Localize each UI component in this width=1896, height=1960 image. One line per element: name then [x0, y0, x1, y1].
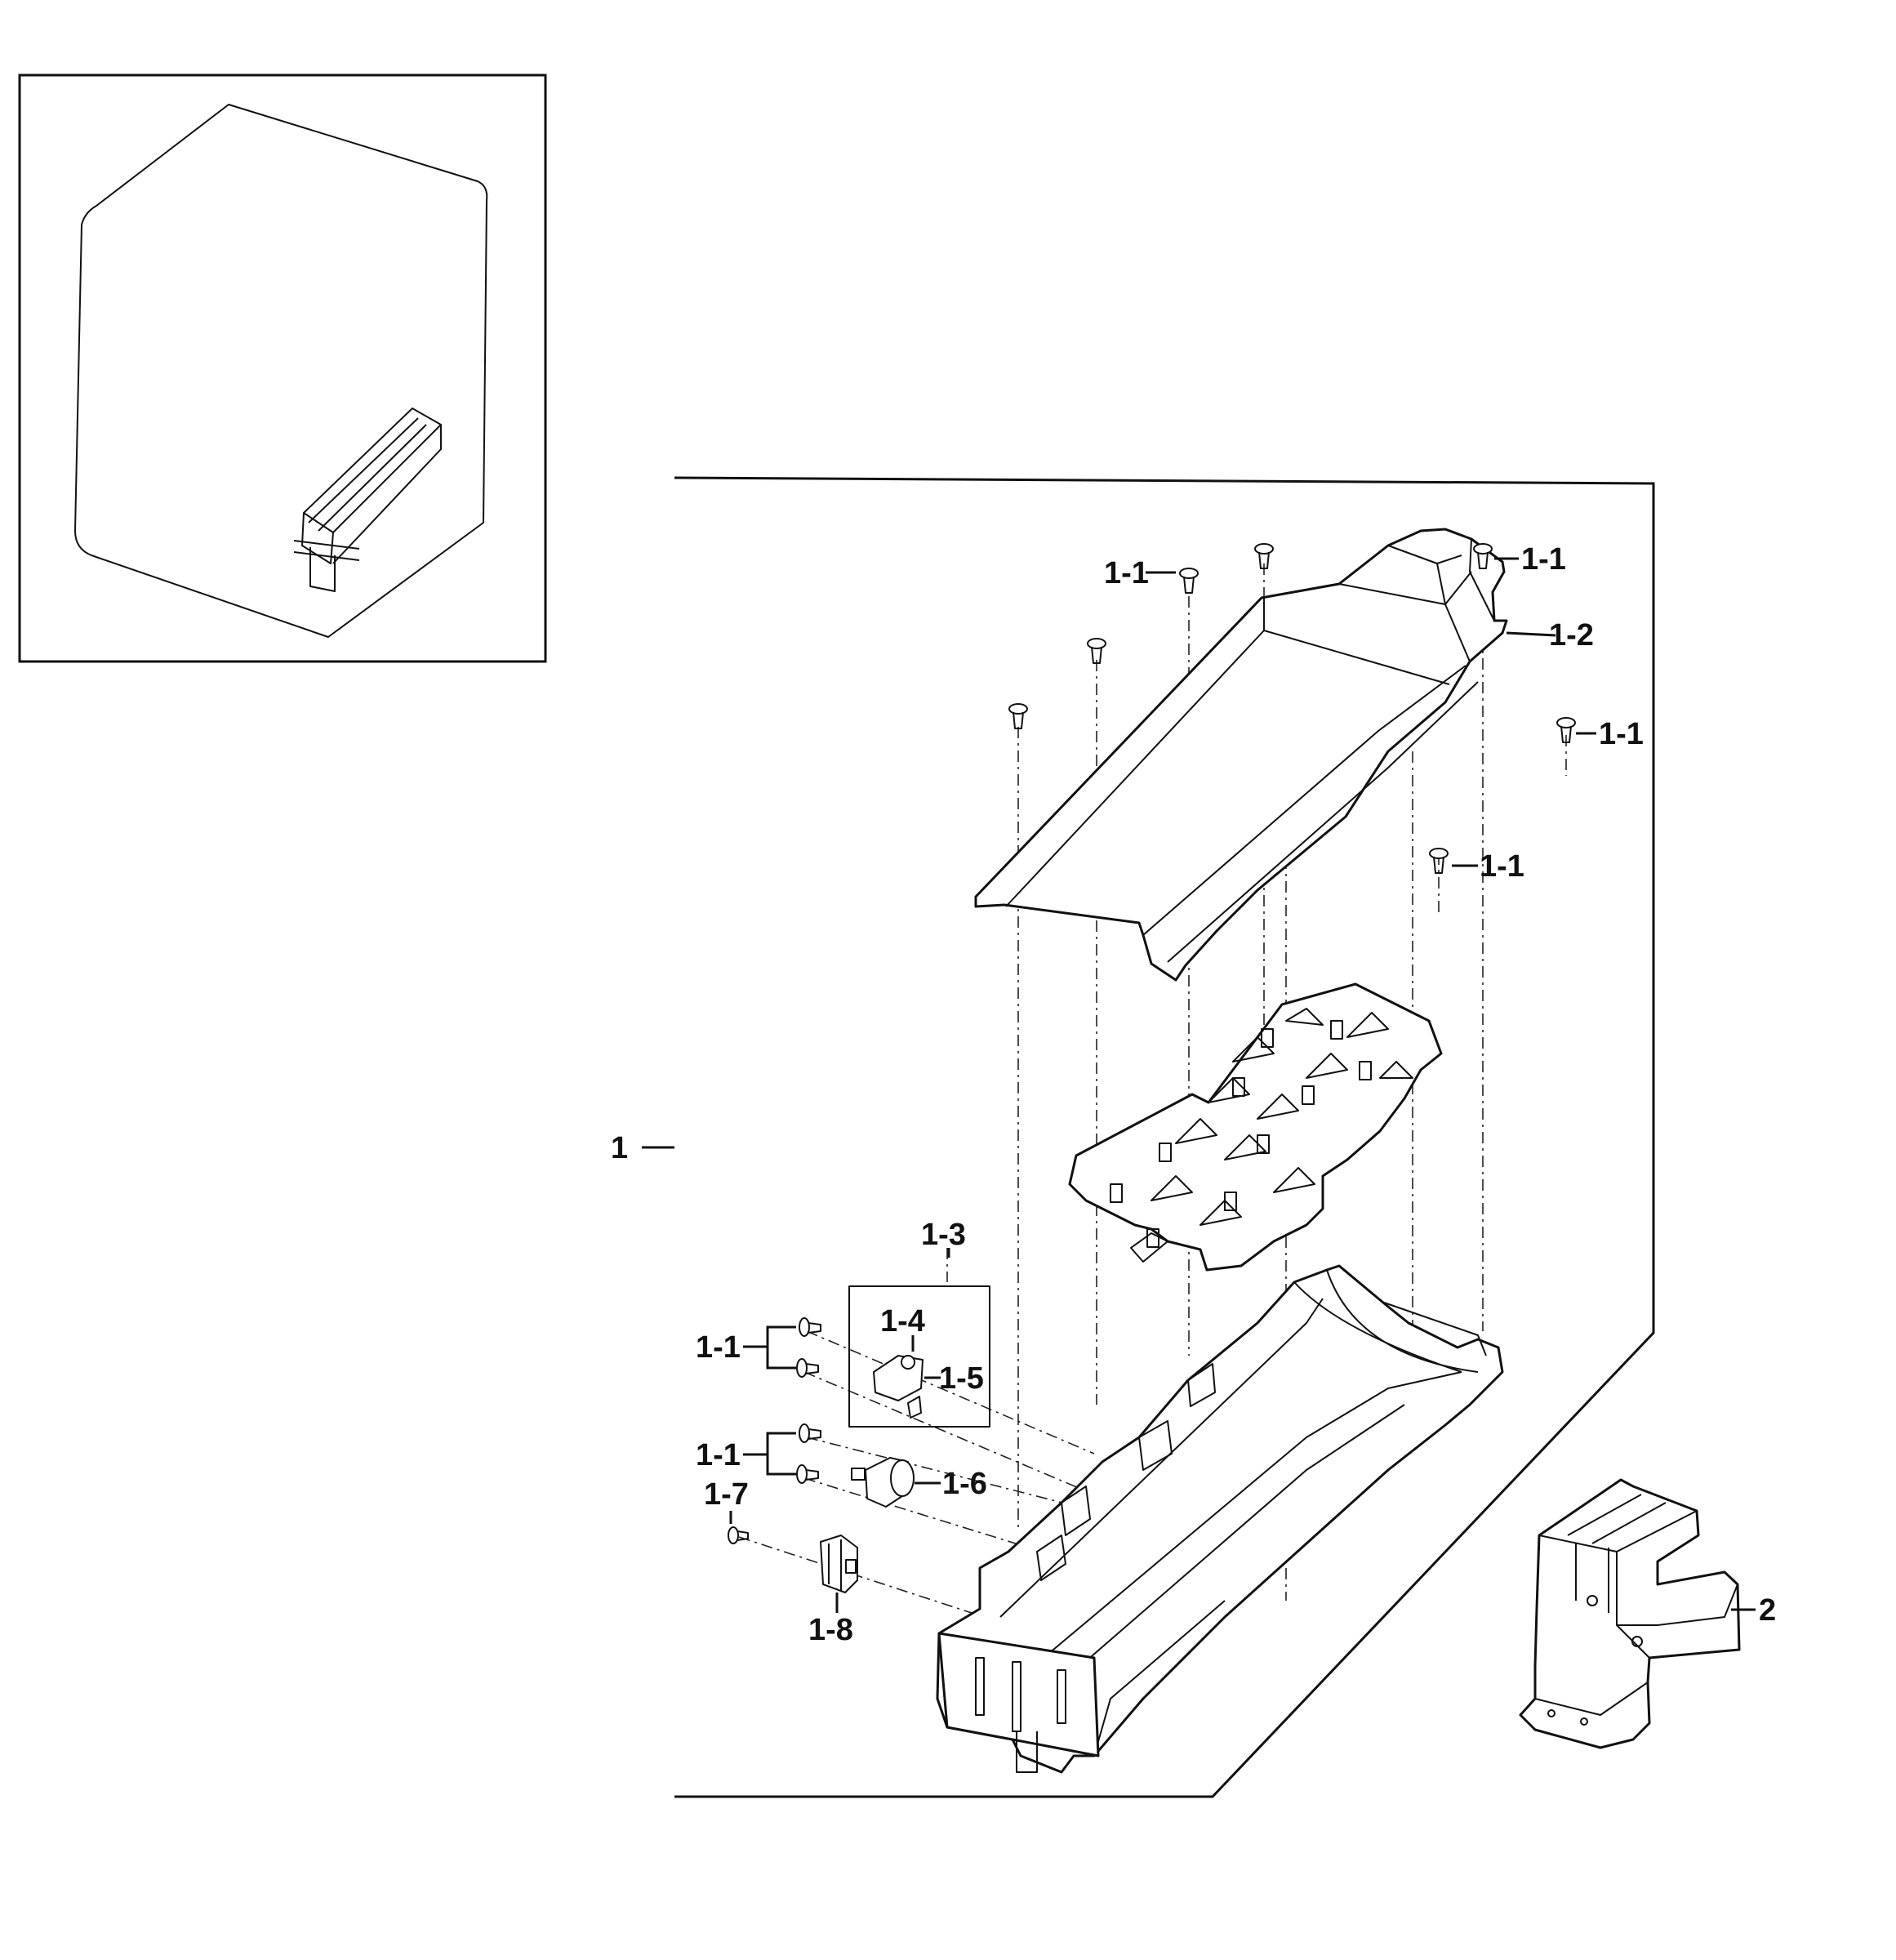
- screw-icon: [1429, 848, 1449, 874]
- thermal-fuse-1-6: [851, 1457, 915, 1508]
- heater-cover-1-2: [974, 528, 1508, 982]
- coil-terminals: [1110, 1020, 1372, 1248]
- thermostat-1-4-1-5: [873, 1355, 924, 1419]
- end-plate: [937, 1632, 1100, 1773]
- screw-group-1-3: [728, 1317, 821, 1544]
- screw-icon: [1179, 568, 1199, 594]
- screw-icon: [1556, 717, 1576, 743]
- callout-1-1-right: 1-1: [1599, 717, 1644, 751]
- dryer-cabinet-outline: [74, 104, 488, 638]
- screw-icon: [1254, 543, 1274, 569]
- screw-icon: [1473, 543, 1493, 569]
- heater-housing-lower: [936, 1264, 1504, 1774]
- heater-coil-plate: [1068, 982, 1443, 1272]
- group-1-3-box: [848, 1285, 990, 1428]
- screw-group-top: [1008, 543, 1576, 874]
- inset-overview: [18, 74, 547, 663]
- callout-1-2: 1-2: [1549, 618, 1594, 653]
- callout-1-1-group-upper: 1-1: [696, 1330, 741, 1365]
- callout-1-5: 1-5: [939, 1361, 984, 1396]
- callout-leaders: [729, 557, 1756, 1613]
- callout-1-1-top-left: 1-1: [1104, 556, 1149, 590]
- mounting-brackets: [1036, 1363, 1216, 1581]
- screw-icon: [1008, 703, 1028, 729]
- assembly-1-boundary: [674, 476, 1655, 1798]
- callout-1-6: 1-6: [942, 1467, 987, 1501]
- screw-icon: [796, 1358, 819, 1378]
- callout-1-7: 1-7: [704, 1477, 749, 1512]
- screw-icon: [796, 1464, 819, 1484]
- terminal-block-1-8: [820, 1535, 858, 1593]
- bracket-part-2: [1519, 1478, 1741, 1749]
- callout-1-3: 1-3: [921, 1218, 966, 1252]
- inset-frame: [18, 74, 547, 663]
- screw-icon: [799, 1423, 821, 1443]
- callout-1-1-center-right: 1-1: [1480, 849, 1524, 884]
- callout-2: 2: [1759, 1593, 1776, 1628]
- callout-1-4: 1-4: [880, 1304, 925, 1339]
- callout-1: 1: [611, 1131, 628, 1165]
- callout-1-8: 1-8: [808, 1613, 853, 1647]
- screw-icon: [728, 1526, 749, 1544]
- callout-labels: 1 1-1 1-1 1-2 1-1 1-1 1-3 1-4 1-5 1-1 1-…: [611, 542, 1776, 1647]
- screw-icon: [1087, 638, 1106, 664]
- callout-1-1-top-right: 1-1: [1521, 542, 1566, 577]
- screw-icon: [799, 1317, 821, 1337]
- heater-assembly-thumbnail: [293, 408, 442, 592]
- callout-1-1-group-lower: 1-1: [696, 1438, 741, 1472]
